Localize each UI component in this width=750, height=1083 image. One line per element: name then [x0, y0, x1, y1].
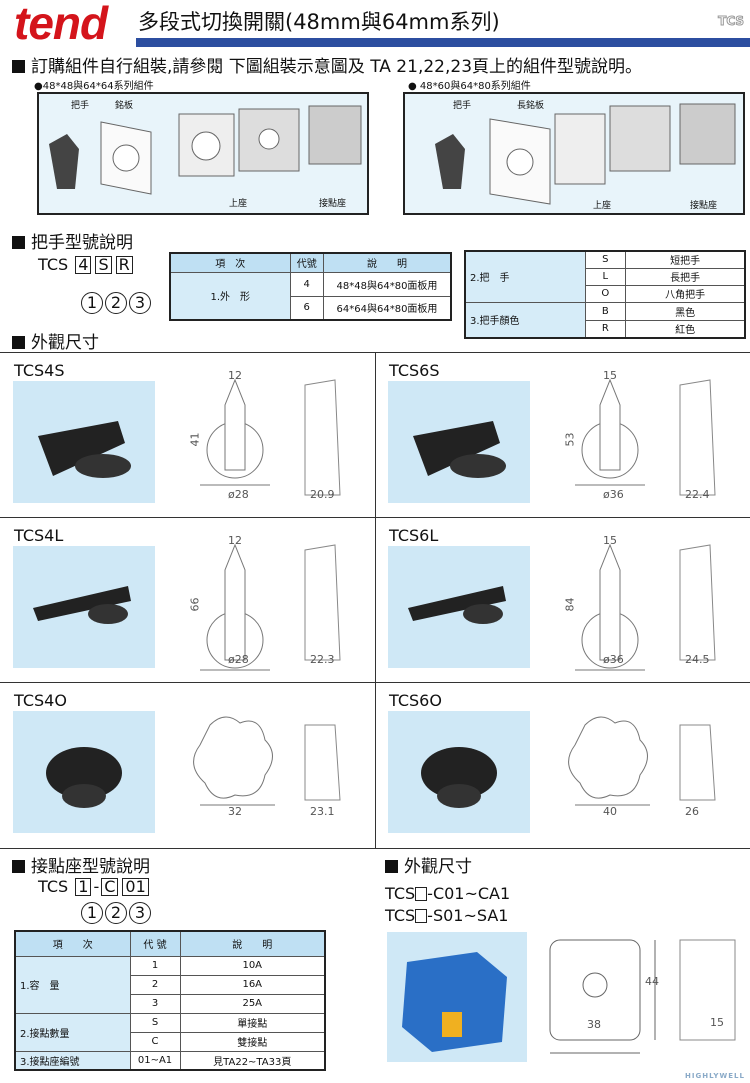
assembly-caption-2: ● 48*60與64*80系列組件: [408, 81, 531, 92]
model-photo: [13, 546, 155, 668]
contact-dims-heading: 外觀尺寸: [385, 852, 472, 877]
model-name: TCS4S: [14, 361, 65, 380]
model-cell: TCS6O 40 26: [375, 682, 750, 847]
dim-depth: 22.3: [310, 653, 335, 666]
model-photo: [13, 711, 155, 833]
model-drawing: [200, 378, 341, 496]
page-title: 多段式切換開關(48mm與64mm系列): [138, 10, 500, 34]
title-bar: [136, 38, 750, 47]
model-name: TCS6L: [389, 526, 439, 545]
dim-depth: 20.9: [310, 488, 335, 501]
model-name: TCS4O: [14, 691, 67, 710]
grid-divider: [0, 848, 750, 849]
dim-height: 84: [563, 597, 577, 612]
dim-diameter: ø36: [603, 653, 624, 666]
contact-dim-depth: 15: [710, 1016, 724, 1029]
model-photo: [13, 381, 155, 503]
model-name: TCS6O: [389, 691, 442, 710]
dim-height: 66: [188, 597, 202, 612]
model-drawing: [568, 716, 716, 806]
contact-dim-width: 38: [587, 1018, 601, 1031]
model-drawing: [193, 716, 341, 806]
assembly-caption-1: ●48*48與64*64系列組件: [34, 81, 154, 92]
model-drawing: [575, 378, 716, 496]
dim-depth: 24.5: [685, 653, 710, 666]
model-cell: TCS4L 12 66 ø28 22.3: [0, 517, 375, 682]
watermark: HIGHLYWELL: [685, 1072, 745, 1080]
model-cell: TCS4S 12 41 ø28 20.9: [0, 352, 375, 517]
grid-divider: [375, 352, 376, 848]
model-photo: [388, 711, 530, 833]
model-drawing: [575, 543, 716, 671]
contact-block-photo: [387, 932, 527, 1062]
brand-logo: tend: [14, 0, 108, 49]
dim-width: 15: [603, 369, 617, 382]
handle-model-heading: 把手型號說明: [12, 228, 133, 253]
intro-text: 訂購組件自行組裝,請參閱 下圖組裝示意圖及 TA 21,22,23頁上的組件型號…: [12, 52, 642, 77]
dimensions-heading: 外觀尺寸: [12, 328, 99, 353]
model-photo: [388, 546, 530, 668]
dim-diameter: ø28: [228, 488, 249, 501]
dim-diameter: 40: [603, 805, 617, 818]
dim-depth: 23.1: [310, 805, 335, 818]
series-tag: TCS: [718, 14, 745, 29]
dim-diameter: ø28: [228, 653, 249, 666]
dim-height: 53: [563, 432, 577, 447]
dim-width: 12: [228, 369, 242, 382]
model-cell: TCS6S 15 53 ø36 22.4: [375, 352, 750, 517]
model-cell: TCS6L 15 84 ø36 24.5: [375, 517, 750, 682]
dim-depth: 22.4: [685, 488, 710, 501]
contact-dim-height: 44: [645, 975, 659, 988]
contact-dims-models: TCS-C01~CA1 TCS-S01~SA1: [385, 884, 511, 925]
model-photo: [388, 381, 530, 503]
dim-width: 12: [228, 534, 242, 547]
dim-diameter: 32: [228, 805, 242, 818]
dim-width: 15: [603, 534, 617, 547]
assembly-diagram-2: 把手 長銘板 上座 接點座: [403, 92, 745, 215]
dim-height: 41: [188, 432, 202, 447]
model-name: TCS6S: [389, 361, 440, 380]
contact-model-heading: 接點座型號說明: [12, 852, 150, 877]
model-name: TCS4L: [14, 526, 64, 545]
dim-diameter: ø36: [603, 488, 624, 501]
contact-block-drawing: [549, 939, 736, 1054]
model-drawing: [200, 543, 341, 671]
assembly-diagram-1: 把手 銘板 上座 接點座: [37, 92, 369, 215]
dim-depth: 26: [685, 805, 699, 818]
model-cell: TCS4O 32 23.1: [0, 682, 375, 847]
